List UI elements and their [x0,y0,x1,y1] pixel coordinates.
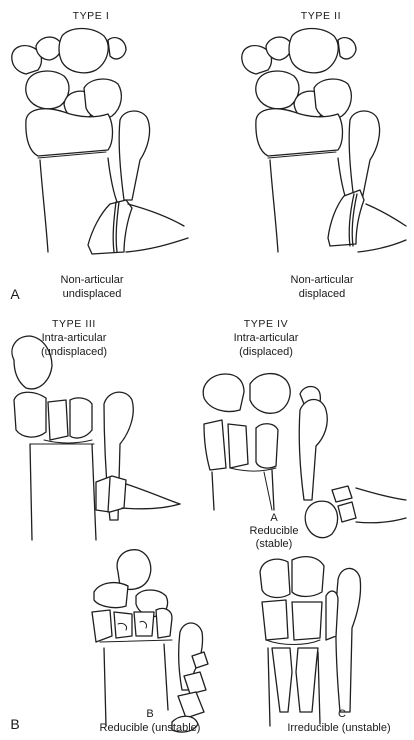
type-iv-b-letter: B [142,708,158,721]
type-iv-a-caption-line1: Reducible [234,525,314,538]
type-iii-subtitle-line1: Intra-articular [22,332,126,345]
type-iv-subtitle-line1: Intra-articular [214,332,318,345]
type-iv-a-caption-line2: (stable) [234,538,314,551]
type-i-wrist-drawing [12,29,188,255]
section-letter-a: A [8,288,22,301]
type-iv-a-wrist-drawing [203,374,406,538]
type-iv-c-letter: C [334,708,350,721]
type-iii-wrist-drawing [12,336,180,540]
type-iv-subtitle-line2: (displaced) [214,346,318,359]
type-i-title: TYPE I [56,10,126,23]
type-iv-b-caption: Reducible (unstable) [82,722,218,735]
type-iii-subtitle-line2: (undisplaced) [22,346,126,359]
type-iv-c-caption: Irreducible (unstable) [268,722,410,735]
type-iv-c-wrist-drawing [260,557,361,726]
section-letter-b: B [8,718,22,731]
type-iv-b-wrist-drawing [92,550,208,732]
type-iv-a-letter: A [264,512,284,525]
type-ii-title: TYPE II [286,10,356,23]
type-iv-title: TYPE IV [226,318,306,331]
type-iii-title: TYPE III [34,318,114,331]
type-ii-wrist-drawing [242,29,406,253]
type-ii-caption-line1: Non-articular [266,274,378,287]
type-i-caption-line1: Non-articular [36,274,148,287]
type-i-caption-line2: undisplaced [36,288,148,301]
type-ii-caption-line2: displaced [266,288,378,301]
